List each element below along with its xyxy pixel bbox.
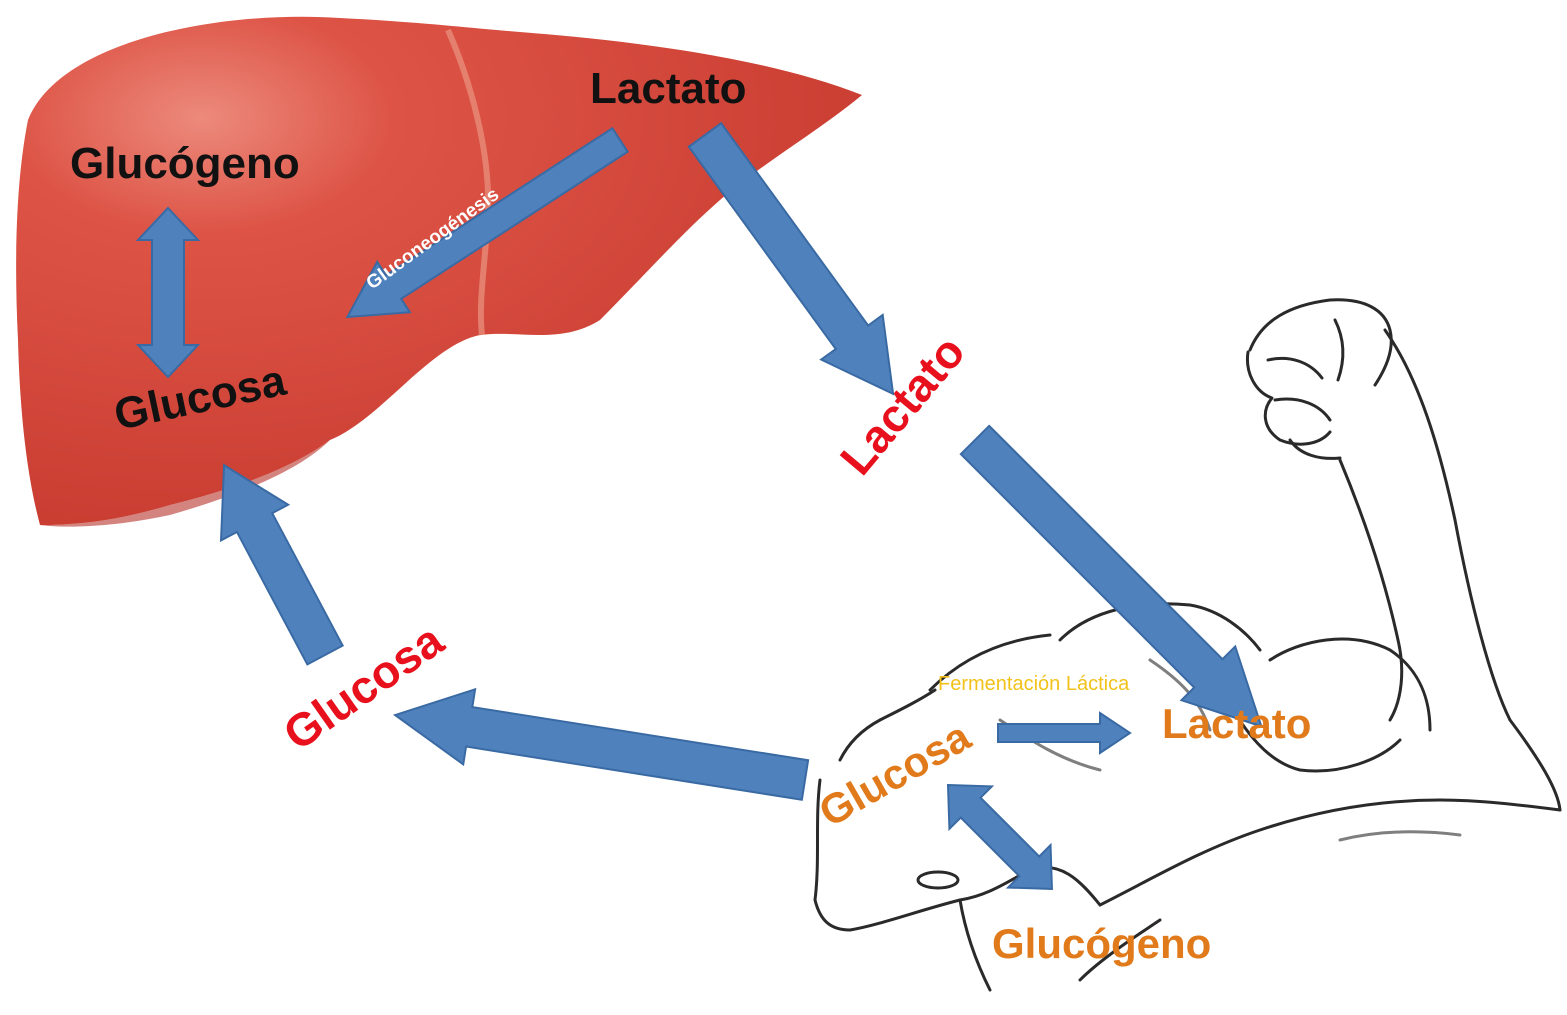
muscle-glucogeno-label: Glucógeno: [992, 920, 1211, 967]
arrow-fermentation: [998, 713, 1130, 753]
muscle-lactato-label: Lactato: [1162, 700, 1311, 747]
arrow-lactate-to-blood: [674, 113, 924, 417]
arrow-muscle-to-blood-glucose: [389, 678, 811, 818]
liver-lactato-label: Lactato: [590, 64, 746, 113]
liver-glucogeno-label: Glucógeno: [70, 139, 300, 188]
fermentation-label: Fermentación Láctica: [938, 673, 1130, 695]
